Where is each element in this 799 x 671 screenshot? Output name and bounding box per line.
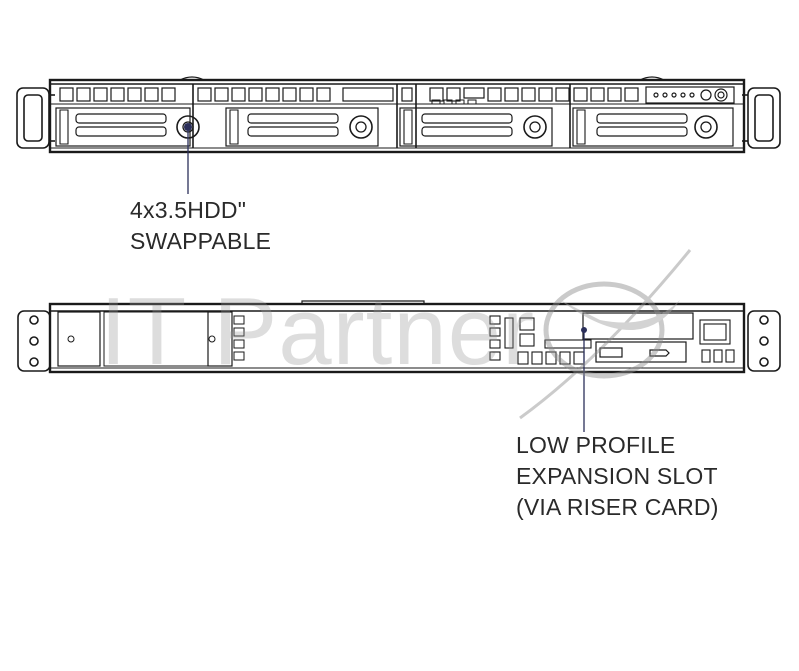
hdd-leader [184,123,192,194]
rear-io-panel [489,315,592,365]
slot-leader [581,327,587,432]
rear-chassis [48,302,746,374]
front-vent-row [59,86,735,104]
slot-callout-line2: EXPANSION SLOT [516,463,718,489]
hdd-callout-line1: 4x3.5HDD" [130,197,247,223]
drive-tray-2 [225,107,379,147]
drive-tray-3 [399,107,553,147]
drive-tray-1 [55,107,200,147]
rear-left-rack-ear [17,310,51,372]
rear-right-connectors [699,319,735,363]
front-small-ports [431,99,477,105]
hdd-callout: 4x3.5HDD" SWAPPABLE [130,195,271,257]
rear-right-rack-ear [747,310,781,372]
hdd-callout-line2: SWAPPABLE [130,228,272,254]
expansion-slot [582,312,694,363]
power-supply [57,311,245,367]
front-view [16,76,781,154]
watermark-logo [519,249,692,420]
drive-tray-4 [572,107,734,147]
slot-callout-line3: (VIA RISER CARD) [516,494,719,520]
slot-callout: LOW PROFILE EXPANSION SLOT (VIA RISER CA… [516,430,719,523]
front-right-rack-ear [742,87,781,149]
rear-view [17,300,781,374]
slot-callout-line1: LOW PROFILE [516,432,676,458]
front-chassis [48,78,746,154]
